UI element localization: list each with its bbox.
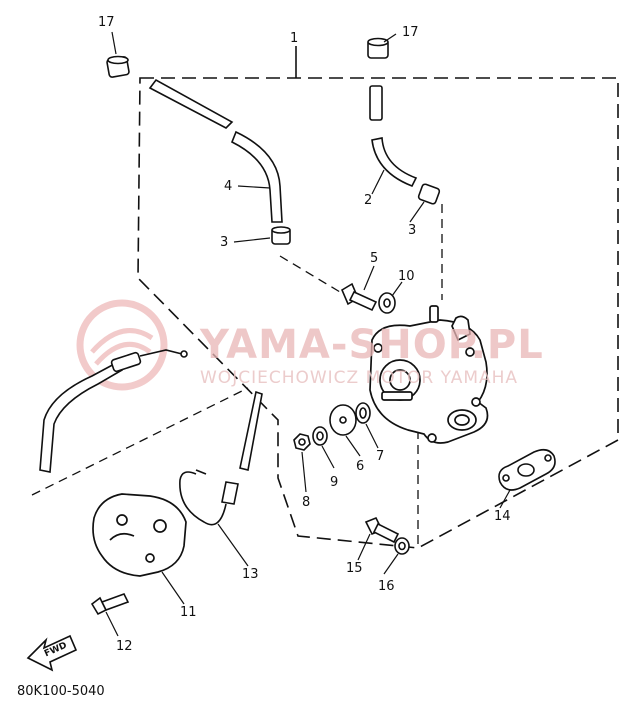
pump-body — [369, 305, 489, 444]
cap-17-right — [367, 37, 389, 59]
leader-lines — [105, 31, 511, 637]
gasket-14 — [498, 448, 556, 491]
callout-6: 6 — [356, 459, 365, 474]
callout-16: 16 — [378, 579, 395, 594]
callout-11: 11 — [180, 605, 197, 620]
bolt-15 — [364, 516, 400, 544]
clamp-3-left — [271, 226, 291, 245]
callout-14: 14 — [494, 509, 511, 524]
plate-6 — [329, 404, 357, 436]
callout-3-right: 3 — [408, 223, 417, 238]
callout-13: 13 — [242, 567, 259, 582]
watermark-logo-icon — [76, 299, 168, 391]
callout-4: 4 — [224, 179, 233, 194]
callout-17-right: 17 — [402, 25, 419, 40]
watermark-title: YAMA-SHOP.PL — [200, 322, 544, 368]
cable-upper — [39, 349, 188, 473]
callout-15: 15 — [346, 561, 363, 576]
clamp-3-right — [417, 183, 441, 205]
seal-9 — [312, 426, 328, 446]
cover-11 — [92, 493, 187, 577]
washer-16 — [394, 537, 410, 555]
callout-8: 8 — [302, 495, 311, 510]
fwd-arrow-icon — [26, 634, 78, 672]
callout-7: 7 — [376, 449, 385, 464]
watermark-subtitle: WOJCIECHOWICZ MOTOR YAMAHA — [200, 368, 519, 388]
hose-4 — [148, 78, 283, 223]
callout-2: 2 — [364, 193, 373, 208]
reference-lines — [31, 204, 443, 548]
callout-12: 12 — [116, 639, 133, 654]
bolt-12 — [90, 593, 130, 616]
seal-7 — [355, 402, 371, 424]
diagram-code: 80K100-5040 — [17, 684, 105, 699]
nut-8 — [293, 433, 311, 451]
assembly-boundary — [137, 46, 619, 549]
hose-2 — [369, 85, 418, 188]
callout-5: 5 — [370, 251, 379, 266]
washer-10 — [378, 292, 396, 314]
callout-3-left: 3 — [220, 235, 229, 250]
bolt-5 — [340, 282, 378, 312]
callout-9: 9 — [330, 475, 339, 490]
callout-1: 1 — [290, 31, 299, 46]
cable-13 — [179, 390, 263, 526]
cap-17-left — [106, 55, 130, 78]
callout-17-left: 17 — [98, 15, 115, 30]
callout-10: 10 — [398, 269, 415, 284]
